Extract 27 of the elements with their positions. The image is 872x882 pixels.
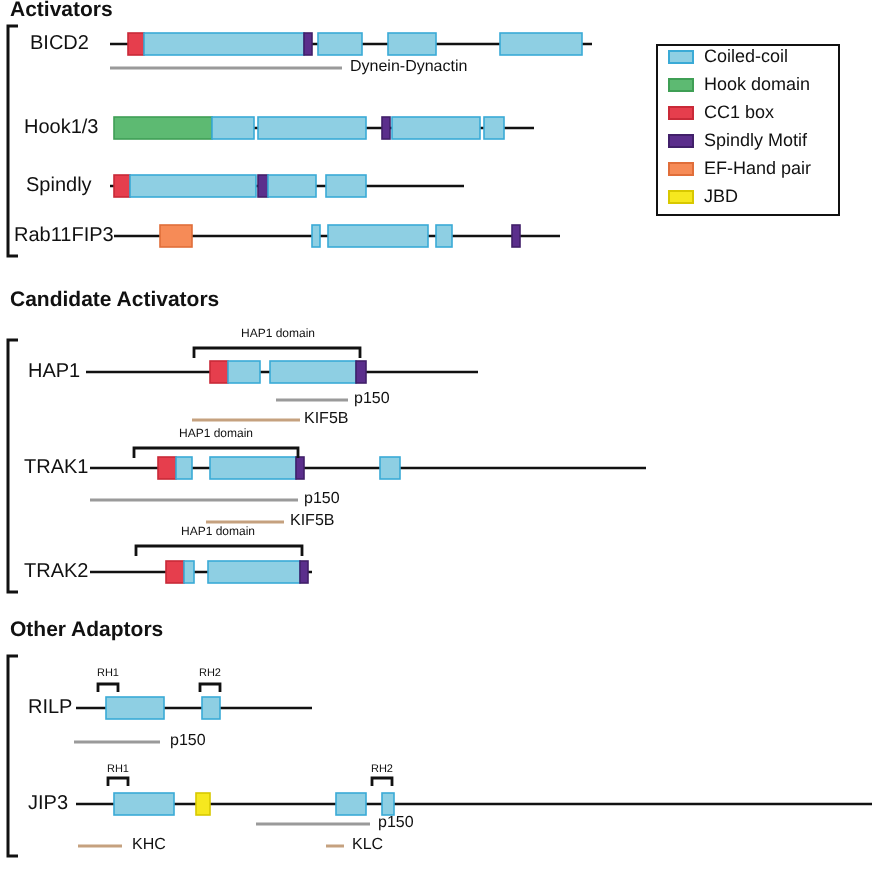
binding-partner-label: p150 (354, 391, 390, 409)
protein-name: TRAK2 (24, 561, 89, 583)
legend-label: Coiled-coil (704, 47, 789, 67)
section-heading: Other Adaptors (10, 620, 164, 644)
binding-partner-label: p150 (304, 491, 340, 509)
binding-partner-label: p150 (170, 733, 206, 751)
protein-name: TRAK1 (24, 457, 89, 479)
binding-partner-label: KIF5B (304, 411, 349, 429)
legend-label: Hook domain (704, 75, 811, 95)
binding-partner-label: KHC (132, 837, 166, 855)
protein-name: Spindly (26, 175, 92, 197)
legend-label: CC1 box (704, 103, 775, 123)
protein-name: Rab11FIP3 (14, 225, 114, 247)
binding-partner-label: KIF5B (290, 513, 335, 531)
section-heading: Candidate Activators (10, 290, 220, 314)
protein-name: BICD2 (30, 33, 89, 55)
protein-name: JIP3 (28, 793, 69, 815)
section-heading: Activators (10, 0, 113, 24)
legend-label: EF-Hand pair (704, 159, 812, 179)
protein-name: RILP (28, 697, 73, 719)
binding-partner-label: Dynein-Dynactin (350, 59, 468, 77)
protein-name: HAP1 (28, 361, 81, 383)
protein-name: Hook1/3 (24, 117, 99, 139)
binding-partner-label: KLC (352, 837, 384, 855)
legend-label: JBD (704, 187, 739, 207)
binding-partner-label: p150 (378, 815, 414, 833)
legend-label: Spindly Motif (704, 131, 808, 151)
